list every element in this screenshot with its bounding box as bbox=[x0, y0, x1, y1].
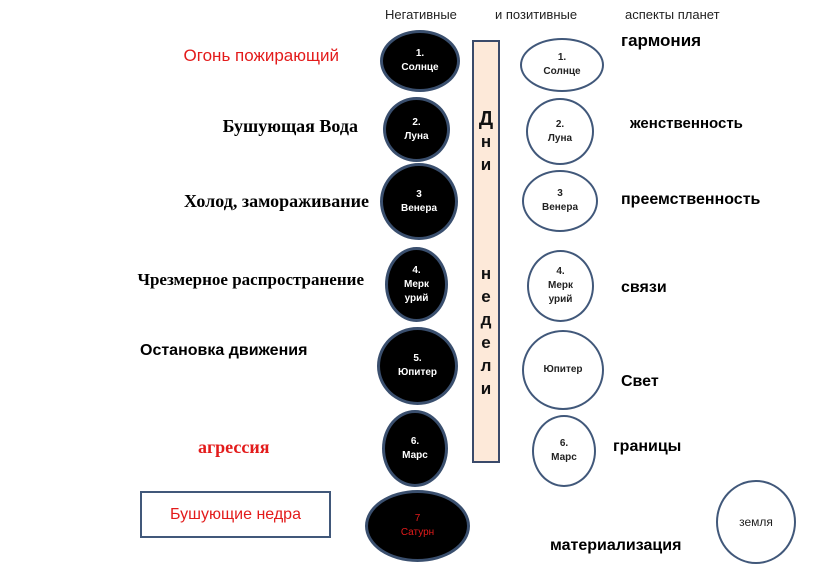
name: Венера bbox=[541, 202, 579, 213]
neg-jupiter: 5. Юпитер bbox=[377, 327, 458, 405]
aspect-light: Свет bbox=[621, 373, 659, 390]
header-positive: и позитивные bbox=[495, 7, 578, 22]
label-stop: Остановка движения bbox=[140, 342, 308, 359]
header-aspects: аспекты планет bbox=[625, 7, 720, 22]
pos-jupiter: Юпитер bbox=[522, 330, 604, 410]
num: 3 bbox=[416, 188, 422, 200]
aspect-continuity: преемственность bbox=[621, 191, 761, 208]
aspect-boundaries: границы bbox=[613, 438, 682, 455]
num: 1. bbox=[415, 48, 425, 59]
name: Луна bbox=[547, 132, 573, 144]
num: 6. bbox=[410, 435, 420, 447]
name: Мерк bbox=[403, 278, 429, 290]
bar-letter: и bbox=[480, 155, 492, 174]
name: Марс bbox=[402, 449, 428, 461]
num: 1. bbox=[557, 52, 567, 63]
pos-sun: 1. Солнце bbox=[520, 38, 604, 92]
pos-moon: 2. Луна bbox=[526, 98, 594, 165]
pos-mars: 6. Марс bbox=[532, 415, 596, 487]
aspect-materialization: материализация bbox=[550, 537, 682, 554]
name: Солнце bbox=[543, 66, 581, 77]
name: земля bbox=[739, 515, 773, 529]
bar-letter: н bbox=[480, 264, 492, 283]
num: 4. bbox=[412, 264, 421, 276]
label-water: Бушующая Вода bbox=[222, 116, 358, 136]
label-excess: Чрезмерное распространение bbox=[137, 270, 364, 289]
name: Солнце bbox=[401, 62, 439, 73]
header-negative: Негативные bbox=[385, 7, 457, 22]
num: 4. bbox=[556, 266, 565, 277]
label-fire: Огонь пожирающий bbox=[183, 46, 339, 65]
name: Марс bbox=[551, 452, 577, 463]
aspect-connections: связи bbox=[621, 279, 667, 296]
label-cold: Холод, замораживание bbox=[183, 191, 369, 211]
bar-letter: д bbox=[480, 310, 492, 329]
neg-sun: 1. Солнце bbox=[380, 30, 460, 92]
pos-mercury: 4. Мерк урий bbox=[527, 250, 594, 322]
neg-mars: 6. Марс bbox=[382, 410, 448, 487]
aspect-femininity: женственность bbox=[630, 115, 743, 132]
bar-letter: е bbox=[481, 287, 491, 306]
name2: урий bbox=[548, 294, 573, 305]
num: 5. bbox=[413, 353, 422, 364]
bar-letter: и bbox=[480, 379, 492, 398]
name: Сатурн bbox=[400, 527, 435, 538]
earth-circle: земля bbox=[716, 480, 796, 564]
num: 3 bbox=[557, 188, 563, 199]
label-depths-box: Бушующие недра bbox=[140, 491, 331, 538]
bar-letter: Д bbox=[478, 108, 494, 130]
label-aggression: агрессия bbox=[198, 437, 270, 457]
label-depths: Бушующие недра bbox=[170, 505, 301, 523]
num: 2. bbox=[555, 118, 565, 130]
num: 2. bbox=[412, 116, 421, 128]
bar-letter: е bbox=[481, 333, 491, 352]
bar-letter: л bbox=[480, 356, 492, 375]
name: Венера bbox=[400, 202, 438, 214]
name2: урий bbox=[404, 292, 429, 304]
bar-letter: н bbox=[480, 132, 492, 151]
num: 7 bbox=[414, 513, 421, 524]
name: Юпитер bbox=[543, 364, 583, 375]
num: 6. bbox=[559, 438, 569, 449]
name: Юпитер bbox=[397, 367, 438, 378]
days-of-week-bar: Д н и н е д е л и bbox=[472, 40, 500, 463]
name: Мерк bbox=[547, 280, 573, 291]
aspect-harmony: гармония bbox=[621, 31, 702, 50]
neg-moon: 2. Луна bbox=[383, 97, 450, 162]
name: Луна bbox=[404, 130, 429, 142]
neg-mercury: 4. Мерк урий bbox=[385, 247, 448, 322]
